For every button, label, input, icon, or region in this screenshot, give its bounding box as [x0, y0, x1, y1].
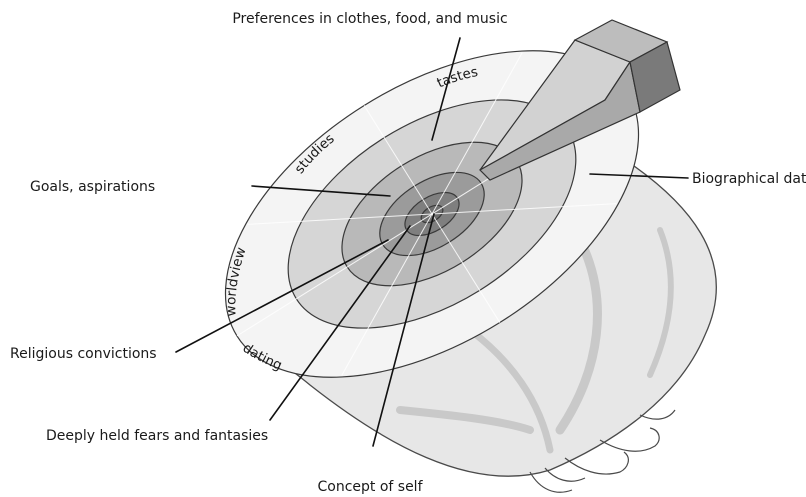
- label-self: Concept of self: [317, 479, 423, 495]
- label-preferences: Preferences in clothes, food, and music: [232, 11, 507, 27]
- label-biographical: Biographical data: [692, 171, 806, 187]
- label-religious: Religious convictions: [10, 346, 157, 362]
- label-fears: Deeply held fears and fantasies: [46, 428, 268, 444]
- label-goals: Goals, aspirations: [30, 179, 155, 195]
